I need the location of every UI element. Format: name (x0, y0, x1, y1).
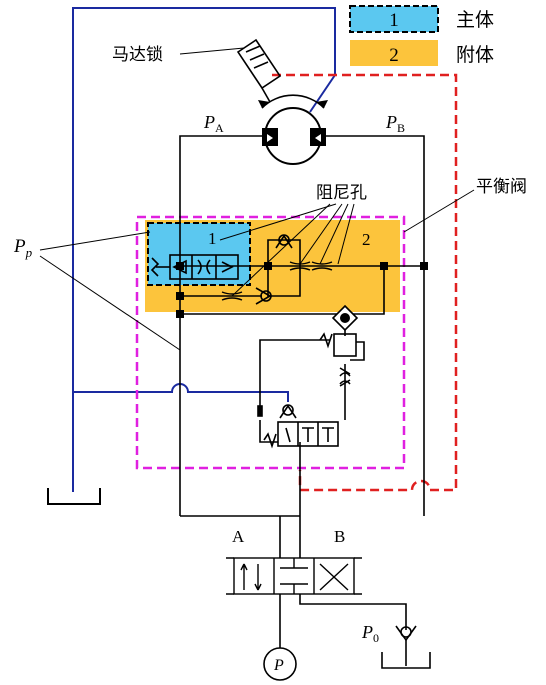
block-number-2: 2 (362, 230, 371, 249)
main-lines (179, 135, 425, 517)
legend: 1 主体 2 附体 (349, 5, 494, 66)
port-b-label: B (334, 527, 345, 546)
line-valve-left (259, 420, 278, 443)
damping-orifice-label: 阻尼孔 (316, 183, 367, 202)
pp-label: Pp (13, 236, 33, 260)
pilot-valve (319, 332, 365, 387)
directional-control-valve (226, 557, 362, 595)
motor-lock-label: 马达锁 (112, 45, 163, 64)
hydraulic-motor (258, 94, 328, 165)
legend-swatch-main-body (349, 5, 439, 33)
pilot-lines (72, 7, 336, 492)
motor-lock-leader (179, 47, 245, 55)
line-lower-valve (180, 442, 301, 517)
lower-lines (279, 516, 407, 648)
line-pa-left (179, 135, 265, 516)
balance-valve-leader (403, 189, 475, 233)
pilot-line-top-loop (72, 7, 336, 492)
pilot-line-lower (73, 383, 289, 402)
p0-label: P0 (361, 622, 379, 645)
line-pilot-valve (259, 339, 330, 412)
damping-orifice-leaders (219, 203, 355, 297)
main-body-valve (150, 254, 239, 280)
tank-left (47, 488, 101, 505)
pump-label: P (273, 657, 284, 674)
check-valves (255, 234, 293, 305)
legend-label-attached-body: 附体 (456, 44, 494, 66)
return-check-valve (381, 625, 431, 669)
pb-label: PB (385, 112, 405, 135)
block-number-1: 1 (208, 229, 217, 248)
legend-label-main-body: 主体 (456, 9, 494, 31)
line-pb-right (322, 135, 425, 516)
junction-dots (176, 262, 428, 318)
main-body-block (147, 222, 251, 286)
pp-leaders (39, 231, 181, 351)
red-dashed-line (272, 73, 458, 492)
lower-logic-valve (257, 404, 339, 449)
line-block-lower (180, 266, 385, 315)
shuttle-valve (331, 304, 359, 332)
legend-number-1: 1 (389, 10, 399, 31)
balance-valve-boundary (135, 215, 406, 470)
balance-valve-label: 平衡阀 (476, 177, 527, 196)
motor-lock (236, 38, 282, 103)
legend-swatch-attached-body (350, 40, 438, 66)
port-a-label: A (232, 527, 245, 546)
pump (263, 647, 297, 681)
pa-label: PA (203, 112, 224, 135)
legend-number-2: 2 (389, 45, 399, 66)
